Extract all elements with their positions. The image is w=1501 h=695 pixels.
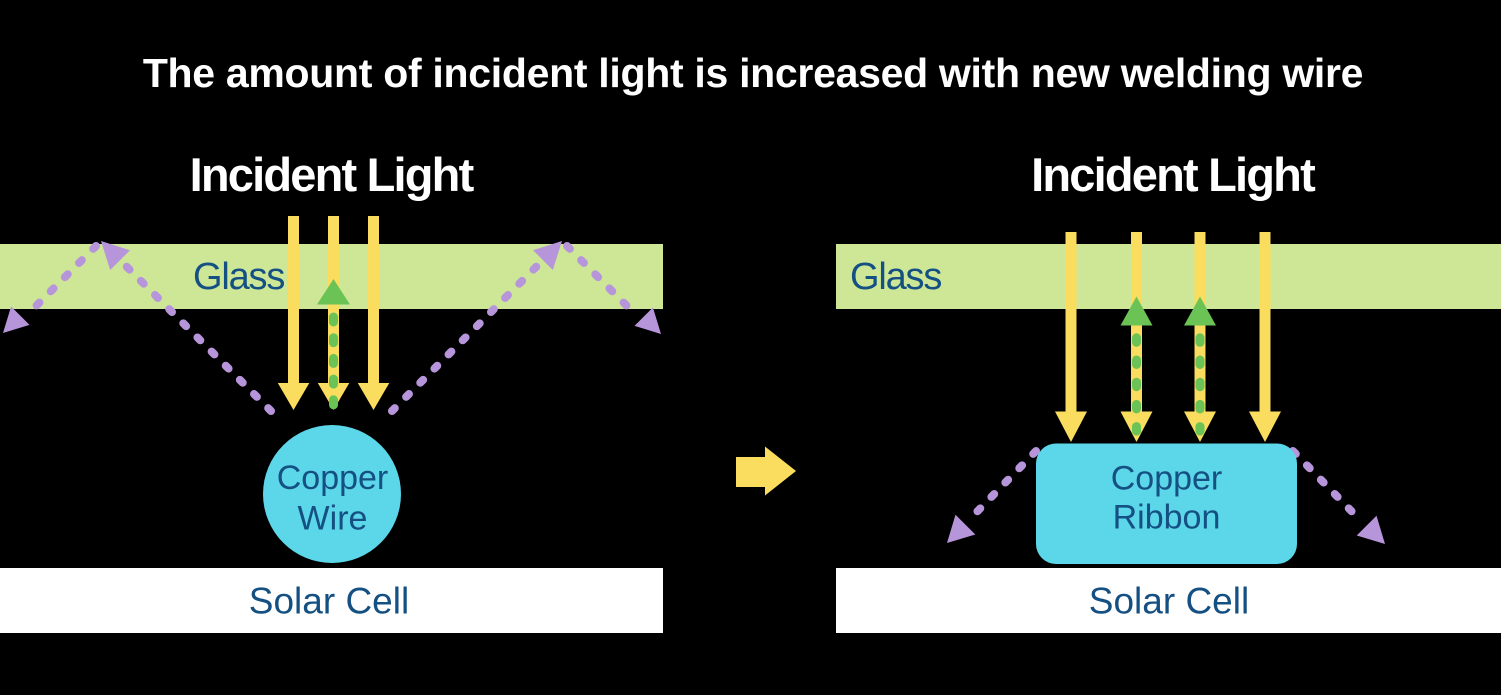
svg-text:Ribbon: Ribbon	[1113, 499, 1221, 537]
svg-text:Solar Cell: Solar Cell	[249, 581, 409, 622]
svg-text:Glass: Glass	[850, 256, 941, 298]
svg-text:The amount of incident light i: The amount of incident light is increase…	[143, 50, 1363, 96]
svg-text:Solar Cell: Solar Cell	[1089, 581, 1249, 622]
svg-text:Wire: Wire	[298, 500, 368, 538]
svg-text:Copper: Copper	[277, 459, 389, 497]
svg-text:Incident Light: Incident Light	[1031, 148, 1316, 201]
svg-text:Copper: Copper	[1111, 460, 1223, 498]
svg-text:Incident Light: Incident Light	[190, 148, 475, 201]
svg-text:Glass: Glass	[193, 256, 284, 298]
